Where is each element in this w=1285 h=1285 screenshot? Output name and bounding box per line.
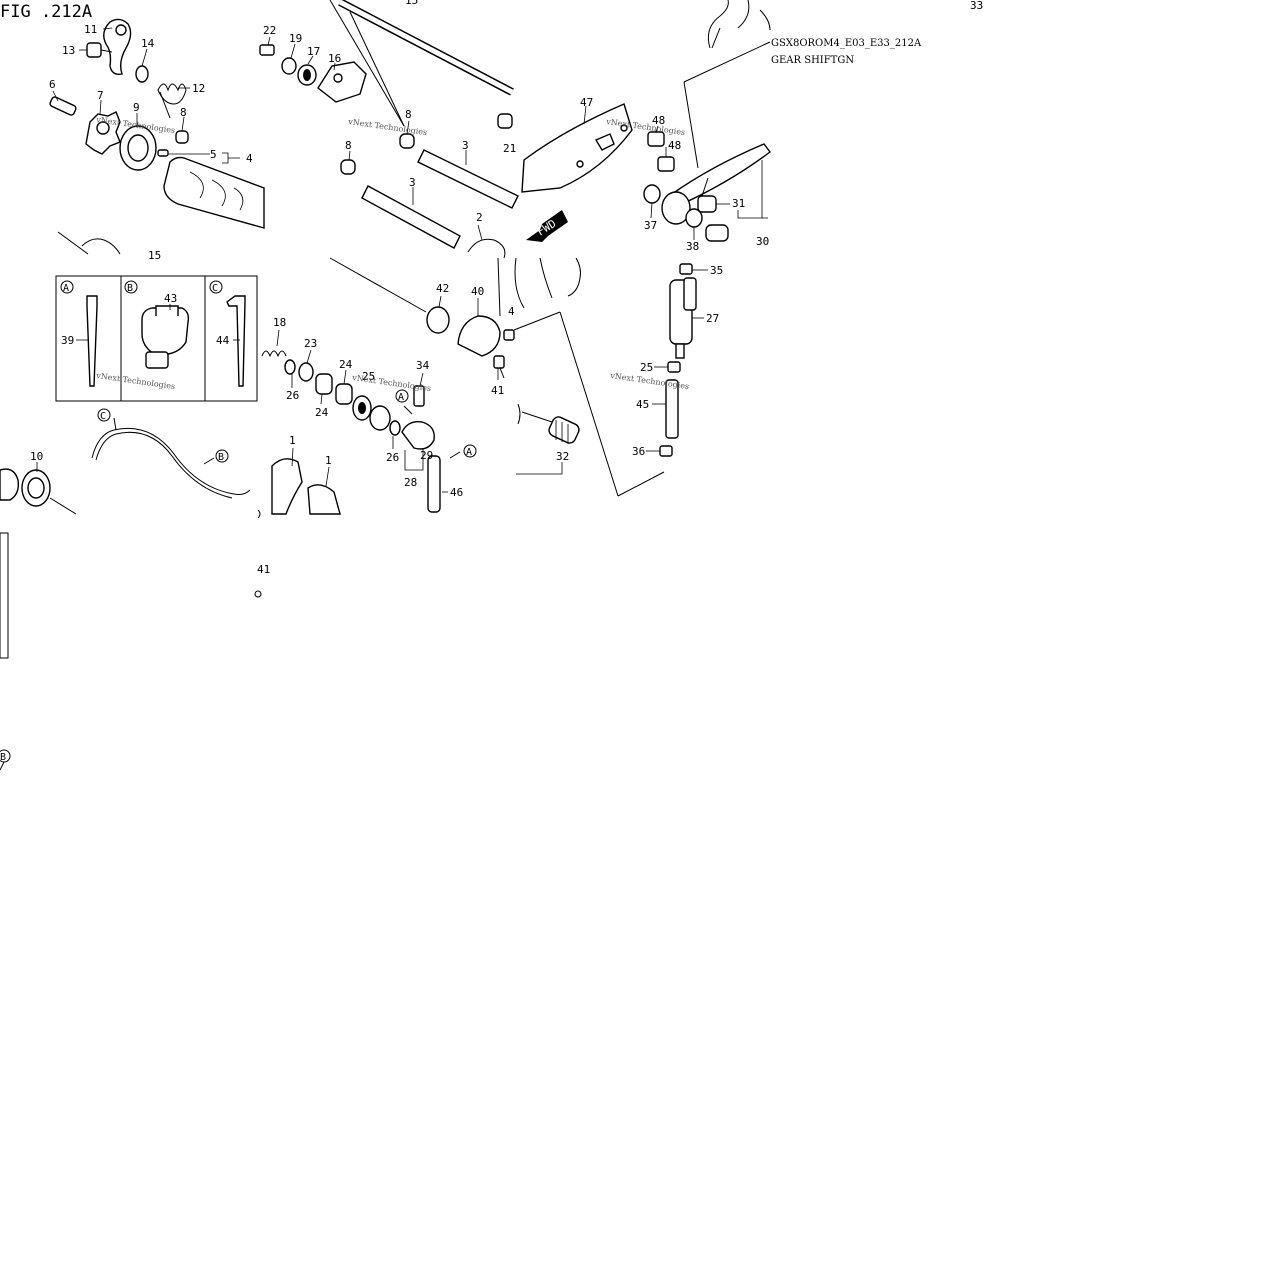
callout-10: 10	[30, 450, 43, 463]
ref-b2: B	[0, 752, 6, 763]
callout-2: 2	[476, 211, 483, 224]
callout-15b: 15	[148, 249, 161, 262]
panel-a-part: 39	[61, 334, 74, 347]
callout-33: 33	[970, 0, 983, 12]
callout-36: 36	[632, 445, 645, 458]
callout-48b: 48	[668, 139, 681, 152]
callout-41b: 41	[257, 563, 270, 576]
ref-c: C	[100, 411, 106, 422]
callout-26b: 26	[386, 451, 399, 464]
watermark-2: vNext Technologies	[347, 117, 428, 137]
callout-46: 46	[450, 486, 463, 499]
callout-40: 40	[471, 285, 484, 298]
tile-rod-assembly: 35 27 25 45 36 41 32 vNext Technologies	[491, 263, 723, 497]
figure-title: FIG .212A	[0, 2, 92, 22]
tile-inset-panels: A 39 B 43 C 44 vNext Technologies C B 10	[0, 275, 258, 515]
callout-21: 21	[503, 142, 516, 155]
callout-1: 1	[289, 434, 296, 447]
part-47-shape	[521, 103, 633, 193]
callout-8b: 8	[405, 108, 412, 121]
callout-35: 35	[710, 264, 723, 277]
tile-shift-shafts: 15 22 19 17 16 8 8 21 3 3 2 vNext Techno…	[259, 0, 519, 259]
callout-25: 25	[362, 370, 375, 383]
ref-a2: A	[466, 447, 472, 458]
callout-29: 29	[420, 449, 433, 462]
callout-7: 7	[97, 89, 104, 102]
fwd-arrow	[526, 210, 568, 242]
callout-8c: 8	[345, 139, 352, 152]
callout-6: 6	[49, 78, 56, 91]
callout-24a: 24	[339, 358, 353, 371]
watermark-4: vNext Technologies	[95, 371, 176, 391]
callout-3b: 3	[409, 176, 416, 189]
callout-24b: 24	[315, 406, 329, 419]
figure-caption: GEAR SHIFTGN	[771, 55, 854, 66]
panel-c-letter: C	[212, 283, 218, 294]
tile-shift-arm: A A 18 23 24 25 34 26 24 26 29 28 46 1 1…	[261, 257, 515, 515]
callout-4b: 4	[508, 305, 515, 318]
callout-9: 9	[133, 101, 140, 114]
ref-b1: B	[218, 452, 224, 463]
frame-line-1	[559, 311, 619, 497]
tile-fragments: B 41	[0, 509, 270, 771]
tile-shift-drum: 11 13 14 12 6 7 9 8 5 4 15 vNext Technol…	[49, 18, 265, 262]
callout-38: 38	[686, 240, 699, 253]
part-30-shape	[670, 143, 771, 205]
callout-19: 19	[289, 32, 302, 45]
callout-27: 27	[706, 312, 719, 325]
callout-5: 5	[210, 148, 217, 161]
callout-4: 4	[246, 152, 253, 165]
callout-26a: 26	[286, 389, 299, 402]
callout-8a: 8	[180, 106, 187, 119]
callout-22: 22	[263, 24, 276, 37]
callout-42: 42	[436, 282, 449, 295]
callout-31: 31	[732, 197, 745, 210]
tile-shift-lever: FWD 33 47 48 48 37 38 31 30 vNext Techno…	[514, 0, 983, 309]
callout-23: 23	[304, 337, 317, 350]
ref-a1: A	[398, 392, 404, 403]
panel-b-part: 43	[164, 292, 177, 305]
callout-32: 32	[556, 450, 569, 463]
callout-25b: 25	[640, 361, 653, 374]
callout-41: 41	[491, 384, 504, 397]
shift-drum-shape	[163, 156, 265, 229]
callout-17: 17	[307, 45, 320, 58]
callout-18: 18	[273, 316, 286, 329]
callout-14: 14	[141, 37, 155, 50]
callout-45: 45	[636, 398, 649, 411]
callout-34: 34	[416, 359, 430, 372]
callout-30: 30	[756, 235, 769, 248]
callout-13: 13	[62, 44, 75, 57]
callout-37: 37	[644, 219, 657, 232]
panel-c-part: 44	[216, 334, 230, 347]
panel-a-letter: A	[63, 283, 69, 294]
callout-16: 16	[328, 52, 341, 65]
callout-1b: 1	[325, 454, 332, 467]
figure-code: GSX8OROM4_E03_E33_212A	[771, 38, 922, 49]
callout-28: 28	[404, 476, 417, 489]
callout-12: 12	[192, 82, 205, 95]
inset-box	[55, 275, 258, 402]
callout-47: 47	[580, 96, 593, 109]
watermark-5: vNext Technologies	[351, 373, 432, 393]
callout-3: 3	[462, 139, 469, 152]
panel-b-letter: B	[127, 283, 133, 294]
callout-11: 11	[84, 23, 97, 36]
callout-15: 15	[405, 0, 418, 7]
callout-48a: 48	[652, 114, 665, 127]
